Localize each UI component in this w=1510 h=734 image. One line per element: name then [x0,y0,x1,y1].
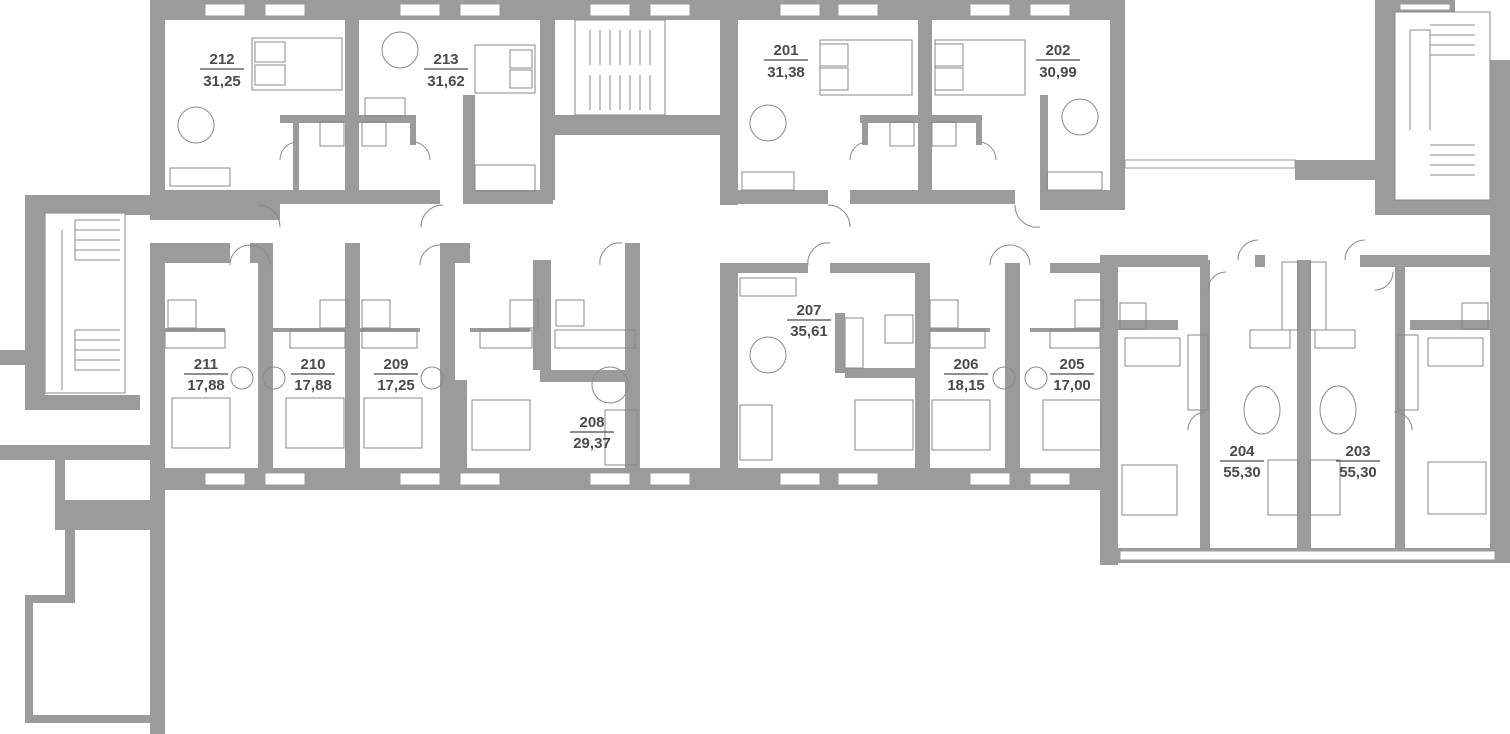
apartment-number: 213 [433,51,458,68]
apartment-area: 30,99 [1039,64,1077,81]
apartment-number: 204 [1229,443,1255,460]
apartment-212[interactable]: 212 31,25 [165,20,345,190]
apartment-209[interactable]: 209 17,25 [360,263,440,468]
apartment-203[interactable]: 203 55,30 [1311,267,1490,548]
doors [229,141,1413,431]
apartment-area: 31,38 [767,64,805,81]
apartment-202[interactable]: 202 30,99 [932,20,1110,190]
apartment-207[interactable]: 207 35,61 [738,273,915,468]
apartment-area: 17,00 [1053,377,1091,394]
apartment-number: 202 [1045,42,1070,59]
apartment-area: 55,30 [1339,464,1377,481]
apartment-area: 29,37 [573,435,611,452]
apartment-205[interactable]: 205 17,00 [1020,273,1100,468]
apartment-number: 211 [194,356,218,373]
stairs [44,11,1491,394]
windows [204,3,1496,561]
apartment-number: 206 [953,356,978,373]
apartment-area: 35,61 [790,323,828,340]
apartment-number: 207 [796,302,821,319]
apartment-213[interactable]: 213 31,62 [359,20,540,190]
apartment-206[interactable]: 206 18,15 [930,273,1005,468]
apartment-204[interactable]: 204 55,30 [1118,267,1297,548]
apartment-number: 210 [300,356,325,373]
apartment-area: 55,30 [1223,464,1261,481]
apartment-area: 17,88 [294,377,332,394]
apartment-area: 17,25 [377,377,415,394]
apartment-211[interactable]: 211 17,88 [165,263,258,468]
apartment-area: 18,15 [947,377,985,394]
apartments: 212 31,25 213 31,62 201 31,38 202 30,99 … [165,20,1490,548]
apartment-number: 203 [1345,443,1370,460]
apartment-number: 209 [383,356,408,373]
apartment-210[interactable]: 210 17,88 [273,263,345,468]
apartment-number: 212 [209,51,234,68]
apartment-area: 31,62 [427,73,465,90]
furniture [164,31,1489,516]
apartment-208[interactable]: 208 29,37 [455,263,625,468]
apartment-201[interactable]: 201 31,38 [738,20,918,190]
apartment-area: 17,88 [187,377,225,394]
apartment-number: 205 [1059,356,1084,373]
apartment-number: 201 [773,42,798,59]
apartment-number: 208 [579,414,604,431]
apartment-area: 31,25 [203,73,241,90]
